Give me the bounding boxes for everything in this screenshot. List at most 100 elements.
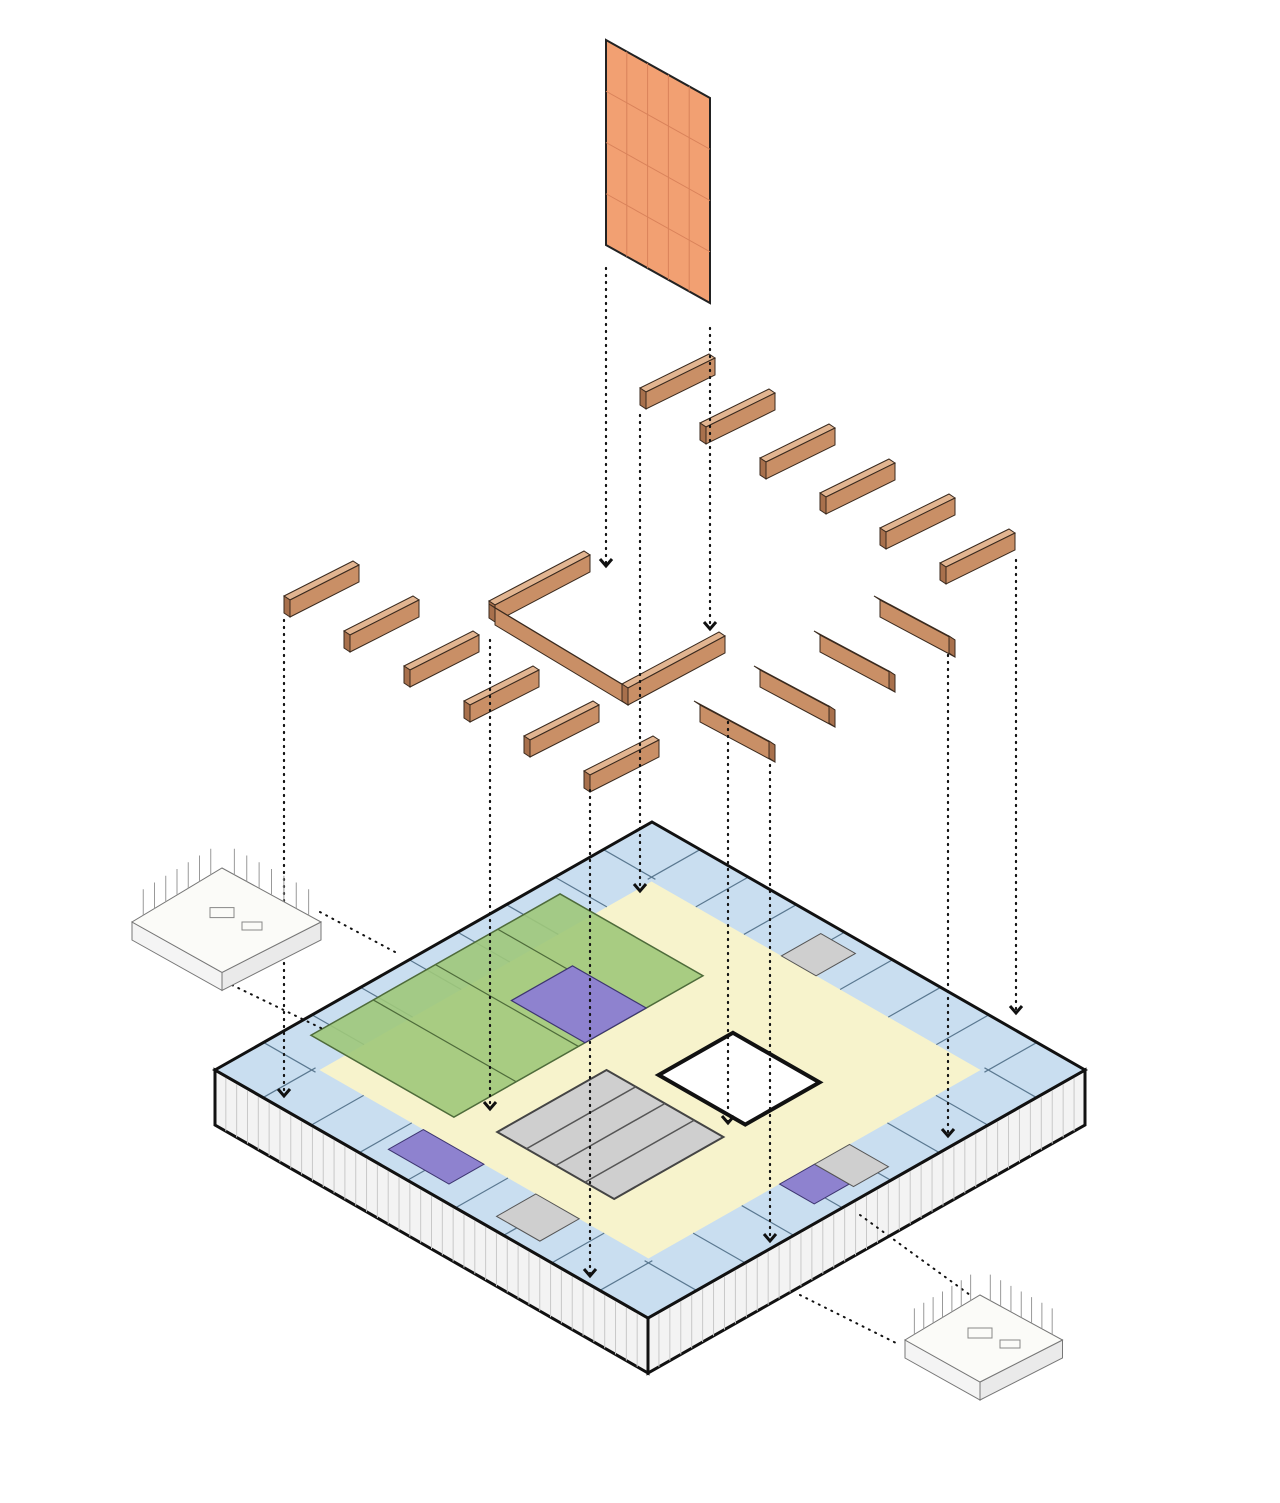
office-partition (603, 849, 656, 880)
beam-end (828, 705, 836, 728)
office-partition (692, 1232, 746, 1264)
beam-end (819, 492, 827, 515)
stair-core (495, 1193, 581, 1242)
office-partition (262, 1067, 316, 1099)
arrow-down-icon (482, 1101, 498, 1112)
facade-transom (605, 142, 711, 201)
office-partition (695, 876, 749, 908)
facade-panel (605, 38, 711, 305)
beam (819, 458, 896, 515)
beam-end (888, 670, 896, 693)
stair-core (813, 1143, 890, 1188)
beam (693, 700, 776, 763)
stair-core (780, 933, 857, 977)
arrow-down-icon (582, 1268, 598, 1279)
beam (283, 560, 360, 618)
arrow-down-icon (276, 1088, 292, 1099)
beam-side (819, 634, 896, 693)
beam (753, 665, 836, 728)
office-partition (887, 1122, 940, 1154)
office-partition (554, 876, 608, 908)
callout-line (319, 911, 396, 953)
callout-line (859, 1214, 971, 1296)
meeting-room (510, 965, 648, 1044)
beam (639, 353, 716, 410)
detail-vignettes (131, 848, 1064, 1401)
beam-side (494, 554, 591, 623)
office-partition (984, 1041, 1038, 1073)
office-partition (936, 1014, 990, 1046)
office-partition (887, 986, 941, 1018)
facade-transom (605, 193, 711, 253)
beam (621, 631, 726, 706)
core-wall (526, 1086, 637, 1150)
beam-end (879, 527, 887, 550)
beam-end (759, 457, 767, 480)
beam-end (699, 422, 707, 445)
facade-transom (605, 90, 711, 150)
beam (583, 735, 660, 793)
beam-side (879, 599, 956, 658)
vignette-furniture (999, 1339, 1021, 1349)
beam-end (283, 595, 291, 618)
beam-end (523, 735, 531, 758)
beam-side (759, 669, 836, 728)
arrow-down-icon (940, 1128, 956, 1139)
beam (523, 700, 600, 758)
room-wall (372, 999, 517, 1083)
arrow-down-icon (762, 1233, 778, 1244)
beam-end (583, 770, 591, 793)
beam (343, 595, 420, 653)
office-partition (359, 1122, 413, 1154)
beam-end (343, 630, 351, 653)
beam-end (403, 665, 411, 688)
vignette-furniture (967, 1327, 993, 1339)
office-partition (599, 1260, 653, 1291)
arrow-down-icon (632, 883, 648, 894)
office-partition (839, 959, 893, 991)
beam (699, 388, 776, 445)
arrow-down-icon (702, 621, 718, 632)
beam-end (948, 635, 956, 658)
beam (759, 423, 836, 480)
core-wall (555, 1102, 666, 1167)
arrow-down-icon (1008, 1005, 1024, 1016)
beam (879, 493, 956, 550)
timber-beams (283, 353, 1016, 793)
core-wall (584, 1119, 695, 1183)
beam-end (939, 562, 947, 585)
beam-side (699, 704, 776, 763)
arrow-down-icon (598, 558, 614, 569)
atrium-opening (654, 1030, 824, 1127)
beam-end (463, 700, 471, 723)
vignette-meeting-room (131, 848, 323, 992)
beam (403, 630, 480, 688)
meeting-room-small (387, 1128, 485, 1185)
beam-end (639, 387, 647, 410)
beam-side (627, 635, 726, 706)
office-partition (984, 1067, 1037, 1099)
beam-end (621, 683, 629, 706)
office-partition (551, 1232, 605, 1264)
slab-outline (211, 820, 1089, 1320)
office-partition (455, 1177, 509, 1209)
vignette-office (904, 1274, 1064, 1401)
office-partition (935, 1094, 989, 1126)
arrow-down-icon (720, 1115, 736, 1126)
vignette-furniture (209, 907, 235, 919)
room-wall (435, 964, 579, 1047)
office-partition (644, 1260, 697, 1291)
callout-line (799, 1294, 901, 1346)
beam (488, 550, 591, 623)
beam (873, 595, 956, 658)
beam (813, 630, 896, 693)
office-partition (741, 1205, 794, 1236)
beam-end (768, 740, 776, 763)
vignette-furniture (241, 921, 263, 931)
office-partition (263, 1041, 316, 1073)
office-partition (310, 1094, 364, 1126)
beam (463, 665, 540, 723)
office-partition (647, 849, 701, 880)
dotted-projection-lines (231, 266, 1024, 1346)
